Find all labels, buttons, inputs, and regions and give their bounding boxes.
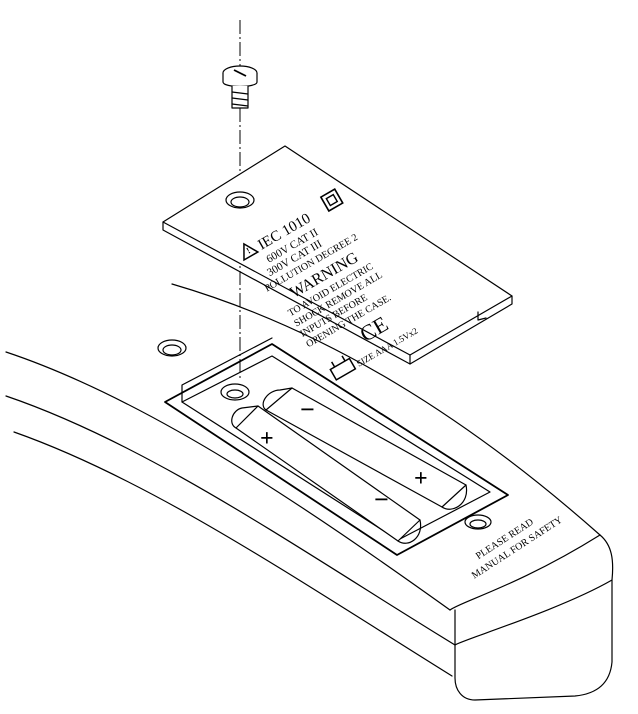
polarity-plus-left: +: [260, 426, 274, 452]
meter-body: [5, 283, 614, 701]
battery-compartment: [164, 337, 509, 556]
double-insulation-icon: [319, 188, 344, 213]
polarity-minus-top: −: [300, 395, 315, 424]
polarity-minus-bottom: −: [374, 485, 389, 514]
svg-text:!: !: [245, 245, 253, 255]
polarity-plus-right: +: [414, 466, 428, 492]
warning-triangle-icon: [243, 242, 260, 262]
case-screw-hole: [157, 339, 187, 357]
screw: [222, 65, 258, 109]
front-screw-hole: [464, 514, 492, 530]
battery-cover: [162, 145, 513, 365]
battery-right: [262, 387, 468, 510]
battery-left: [231, 405, 422, 544]
battery-icon: [329, 355, 357, 381]
